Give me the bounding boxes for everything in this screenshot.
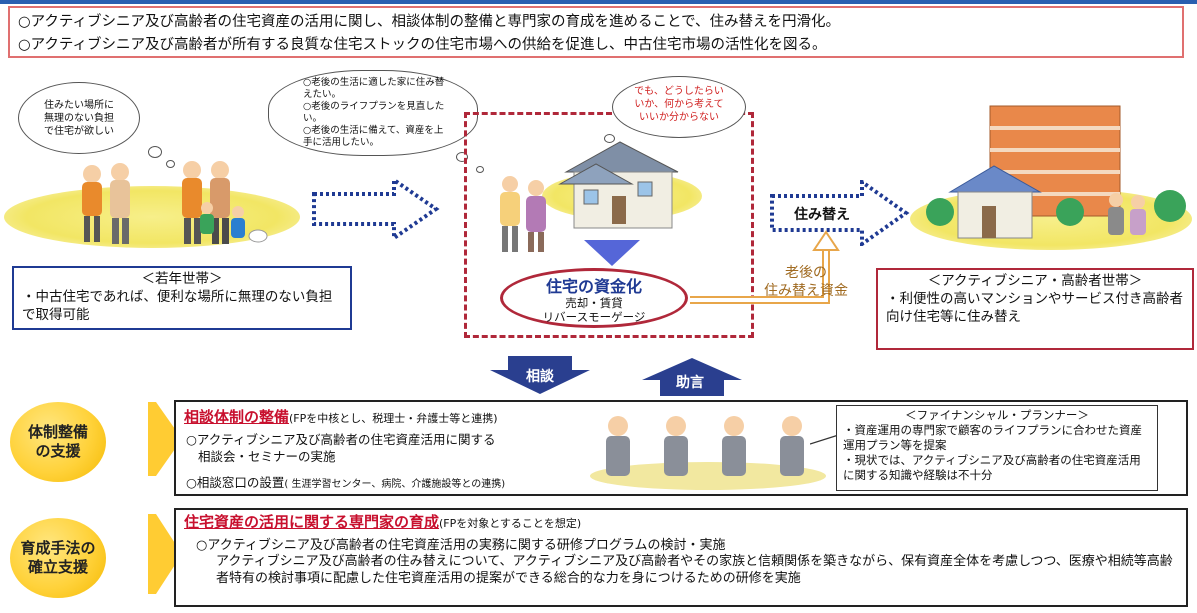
band2-title-note: (FPを対象とすることを想定) xyxy=(439,517,582,530)
senior-bubble-line-3: ○老後の生活に備えて、資産を上手に活用したい。 xyxy=(303,125,444,148)
band1-title-row: 相談体制の整備(FPを中核とし、税理士・弁護士等と連携) xyxy=(184,406,498,427)
senior-housing-illustration xyxy=(926,105,1186,239)
young-household-box: ＜若年世帯＞ ・中古住宅であれば、便利な場所に無理のない負担で取得可能 xyxy=(12,266,352,330)
thought-dot xyxy=(166,160,175,168)
worry-thought-bubble: でも、どうしたらいいか、何から考えていいか分からない xyxy=(612,76,746,138)
housing-fund-oval: 住宅の資金化 売却・賃貸 リバースモーゲージ xyxy=(500,268,688,328)
person-icon xyxy=(182,161,202,244)
person-icon xyxy=(606,416,630,476)
tree-icon xyxy=(1056,198,1084,226)
band2-item-1: ○アクティブシニア及び高齢者の住宅資産活用の実務に関する研修プログラムの検討・実… xyxy=(196,538,726,553)
fund-return-arrow xyxy=(690,230,840,304)
person-icon xyxy=(210,161,230,244)
dog-icon xyxy=(248,229,268,243)
band1-item-2-label: ○相談窓口の設置 xyxy=(186,475,285,490)
person-icon xyxy=(110,163,130,244)
support-circle-2-line-2: 確立支援 xyxy=(27,558,88,576)
worry-bubble-text: でも、どうしたらいいか、何から考えていいか分からない xyxy=(634,86,724,123)
band1-item-1-line-2: 相談会・セミナーの実施 xyxy=(198,449,336,464)
advice-label: 助言 xyxy=(676,375,704,391)
senior-couple-illustration xyxy=(500,176,546,252)
senior-bubble-line-2: ○老後のライフプランを見直したい。 xyxy=(303,101,445,124)
support-circle-2: 育成手法の 確立支援 xyxy=(10,518,106,598)
fund-title: 住宅の資金化 xyxy=(545,277,642,296)
fund-frame xyxy=(464,112,754,338)
advice-arrow xyxy=(642,358,742,396)
young-bubble-text: 住みたい場所に無理のない負担で住宅が欲しい xyxy=(44,100,114,137)
move-arrow xyxy=(770,180,910,246)
tree-icon xyxy=(926,198,954,226)
child-icon xyxy=(231,206,245,238)
thought-dot xyxy=(604,134,615,143)
person-icon xyxy=(664,416,688,476)
senior-box-body: ・利便性の高いマンションやサービス付き高齢者向け住宅等に住み替え xyxy=(886,291,1183,325)
band2-title-row: 住宅資産の活用に関する専門家の育成(FPを対象とすることを想定) xyxy=(184,511,581,532)
tree-icon xyxy=(1154,190,1186,222)
header-line-2: ○アクティブシニア及び高齢者が所有する良質な住宅ストックの住宅市場への供給を促進… xyxy=(18,37,827,53)
band1-item-2: ○相談窓口の設置( 生涯学習センター、病院、介護施設等との連携) xyxy=(186,472,505,491)
header-summary: ○アクティブシニア及び高齢者の住宅資産の活用に関し、相談体制の整備と専門家の育成… xyxy=(8,6,1184,58)
young-box-body: ・中古住宅であれば、便利な場所に無理のない負担で取得可能 xyxy=(22,289,333,323)
house-icon xyxy=(948,165,1042,239)
support-circle-1-line-1: 体制整備 xyxy=(27,423,88,441)
chevron-right-icon xyxy=(148,514,182,594)
retire-fund-line-1: 老後の xyxy=(785,265,827,281)
young-family-illustration xyxy=(82,161,268,244)
fp-box-title: ＜ファイナンシャル・プランナー＞ xyxy=(905,408,1089,422)
retire-fund-label: 老後の 住み替え資金 xyxy=(764,264,848,300)
senior-household-box: ＜アクティブシニア・高齢者世帯＞ ・利便性の高いマンションやサービス付き高齢者向… xyxy=(876,268,1194,350)
expert-training-band xyxy=(174,508,1188,607)
header-line-1: ○アクティブシニア及び高齢者の住宅資産の活用に関し、相談体制の整備と専門家の育成… xyxy=(18,14,841,30)
band1-item-1-line-1: ○アクティブシニア及び高齢者の住宅資産活用に関する xyxy=(186,432,496,447)
band1-item-2-note: ( 生涯学習センター、病院、介護施設等との連携) xyxy=(284,479,506,490)
fund-line-2: リバースモーゲージ xyxy=(542,310,646,324)
band1-item-1: ○アクティブシニア及び高齢者の住宅資産活用に関する 相談会・セミナーの実施 xyxy=(186,431,496,465)
person-icon xyxy=(1130,195,1146,235)
senior-thought-bubble: ○老後の生活に適した家に住み替えたい。 ○老後のライフプランを見直したい。 ○老… xyxy=(268,70,478,156)
band2-body: アクティブシニア及び高齢者の住み替えについて、アクティブシニア及び高齢者やその家… xyxy=(216,554,1173,586)
person-icon xyxy=(722,416,746,476)
child-icon xyxy=(200,202,214,234)
fp-box-line-2: ・現状では、アクティブシニア及び高齢者の住宅資産活用に関する知識や経験は不十分 xyxy=(843,453,1141,482)
band2-title: 住宅資産の活用に関する専門家の育成 xyxy=(184,513,440,531)
person-icon xyxy=(780,416,804,476)
young-thought-bubble: 住みたい場所に無理のない負担で住宅が欲しい xyxy=(18,82,140,154)
thought-dot xyxy=(148,146,162,158)
person-icon xyxy=(1108,193,1124,235)
fund-line-1: 売却・賃貸 xyxy=(565,296,623,310)
support-circle-2-line-1: 育成手法の xyxy=(20,539,96,557)
move-label: 住み替え xyxy=(794,207,850,223)
thought-dot xyxy=(476,166,484,173)
house-illustration xyxy=(558,141,679,229)
senior-box-title: ＜アクティブシニア・高齢者世帯＞ xyxy=(927,273,1143,289)
person-icon xyxy=(526,180,546,252)
down-arrow xyxy=(584,240,640,266)
fp-staff-illustration xyxy=(590,416,826,490)
band1-title-note: (FPを中核とし、税理士・弁護士等と連携) xyxy=(289,412,498,425)
support-circle-1: 体制整備 の支援 xyxy=(10,402,106,482)
fp-box-line-1: ・資産運用の専門家で顧客のライフプランに合わせた資産運用プラン等を提案 xyxy=(843,423,1142,452)
consult-arrow xyxy=(490,356,590,394)
young-box-title: ＜若年世帯＞ xyxy=(141,271,223,287)
person-icon xyxy=(500,176,520,252)
retire-fund-line-2: 住み替え資金 xyxy=(764,283,848,299)
band1-title: 相談体制の整備 xyxy=(184,408,290,426)
financial-planner-box: ＜ファイナンシャル・プランナー＞ ・資産運用の専門家で顧客のライフプランに合わせ… xyxy=(836,405,1158,491)
chevron-right-icon xyxy=(148,402,182,476)
person-icon xyxy=(82,165,102,242)
dotted-arrow-right-1 xyxy=(312,178,440,240)
senior-bubble-line-1: ○老後の生活に適した家に住み替えたい。 xyxy=(303,77,445,100)
thought-dot xyxy=(456,152,468,162)
support-circle-1-line-2: の支援 xyxy=(35,442,81,460)
top-accent-bar xyxy=(0,0,1197,4)
consult-label: 相談 xyxy=(526,369,554,385)
